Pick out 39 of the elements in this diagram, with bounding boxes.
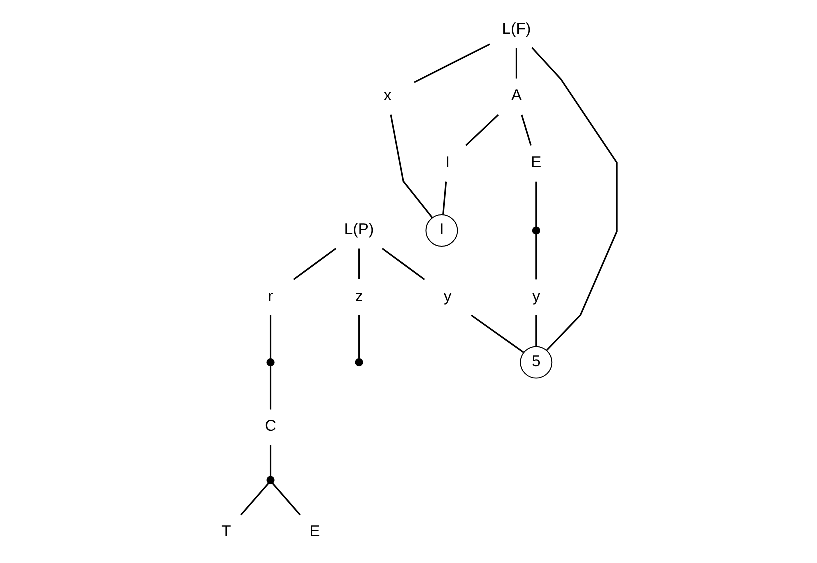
node-text: z	[355, 288, 364, 306]
node-circle: I	[426, 214, 458, 247]
connector	[270, 445, 272, 476]
connector	[390, 114, 434, 218]
node-text: y	[532, 288, 540, 306]
node-dot	[266, 358, 275, 367]
node-text: T	[222, 524, 232, 541]
connector	[414, 44, 490, 84]
connector	[532, 47, 618, 351]
connector	[270, 366, 272, 410]
connector	[466, 114, 500, 146]
connector	[358, 248, 360, 280]
node-circle: 5	[520, 346, 553, 379]
node-text: E	[310, 524, 320, 541]
node-text: I	[446, 154, 450, 172]
connector	[521, 114, 532, 146]
connector	[536, 234, 538, 280]
connector	[270, 316, 272, 359]
node-dot	[532, 226, 540, 235]
connector	[442, 182, 448, 215]
connector	[293, 248, 336, 280]
node-text: L(F)	[502, 20, 532, 38]
node-text: y	[444, 288, 452, 306]
node-dot	[355, 358, 364, 367]
node-dot	[266, 476, 275, 484]
connector	[536, 316, 538, 347]
node-text: L(P)	[344, 221, 374, 238]
connector	[272, 482, 301, 516]
node-text: r	[268, 288, 274, 306]
node-text: C	[265, 418, 276, 436]
connector	[358, 316, 360, 359]
connector	[536, 182, 538, 227]
node-text: A	[511, 88, 522, 105]
connector	[516, 48, 518, 79]
node-text: E	[531, 154, 542, 172]
node-text: x	[384, 88, 392, 105]
connector	[240, 482, 270, 516]
connector	[471, 314, 524, 354]
connector	[382, 248, 426, 280]
